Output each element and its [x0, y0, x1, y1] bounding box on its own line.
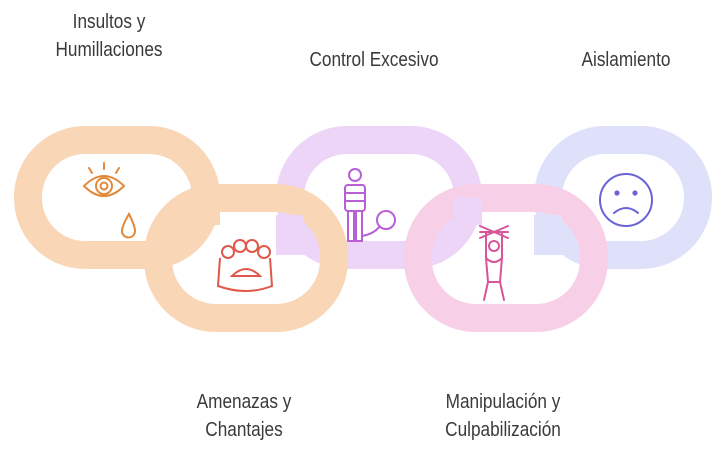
label-control: Control Excesivo	[309, 49, 439, 71]
brass-knuckles-icon	[216, 239, 274, 292]
chain-link-amenazas	[144, 184, 348, 332]
label-manipulacion: Manipulación y Culpabilización	[445, 391, 561, 441]
sad-face-icon	[599, 173, 653, 227]
marionette-icon	[479, 225, 509, 301]
chain-link-manipulacion	[404, 184, 608, 332]
prisoner-ball-chain-icon	[344, 168, 396, 242]
label-insultos: Insultos y Humillaciones	[55, 11, 163, 61]
label-aislamiento: Aislamiento	[581, 49, 671, 71]
crying-eye-icon	[82, 162, 137, 239]
label-amenazas: Amenazas y Chantajes	[196, 391, 292, 441]
